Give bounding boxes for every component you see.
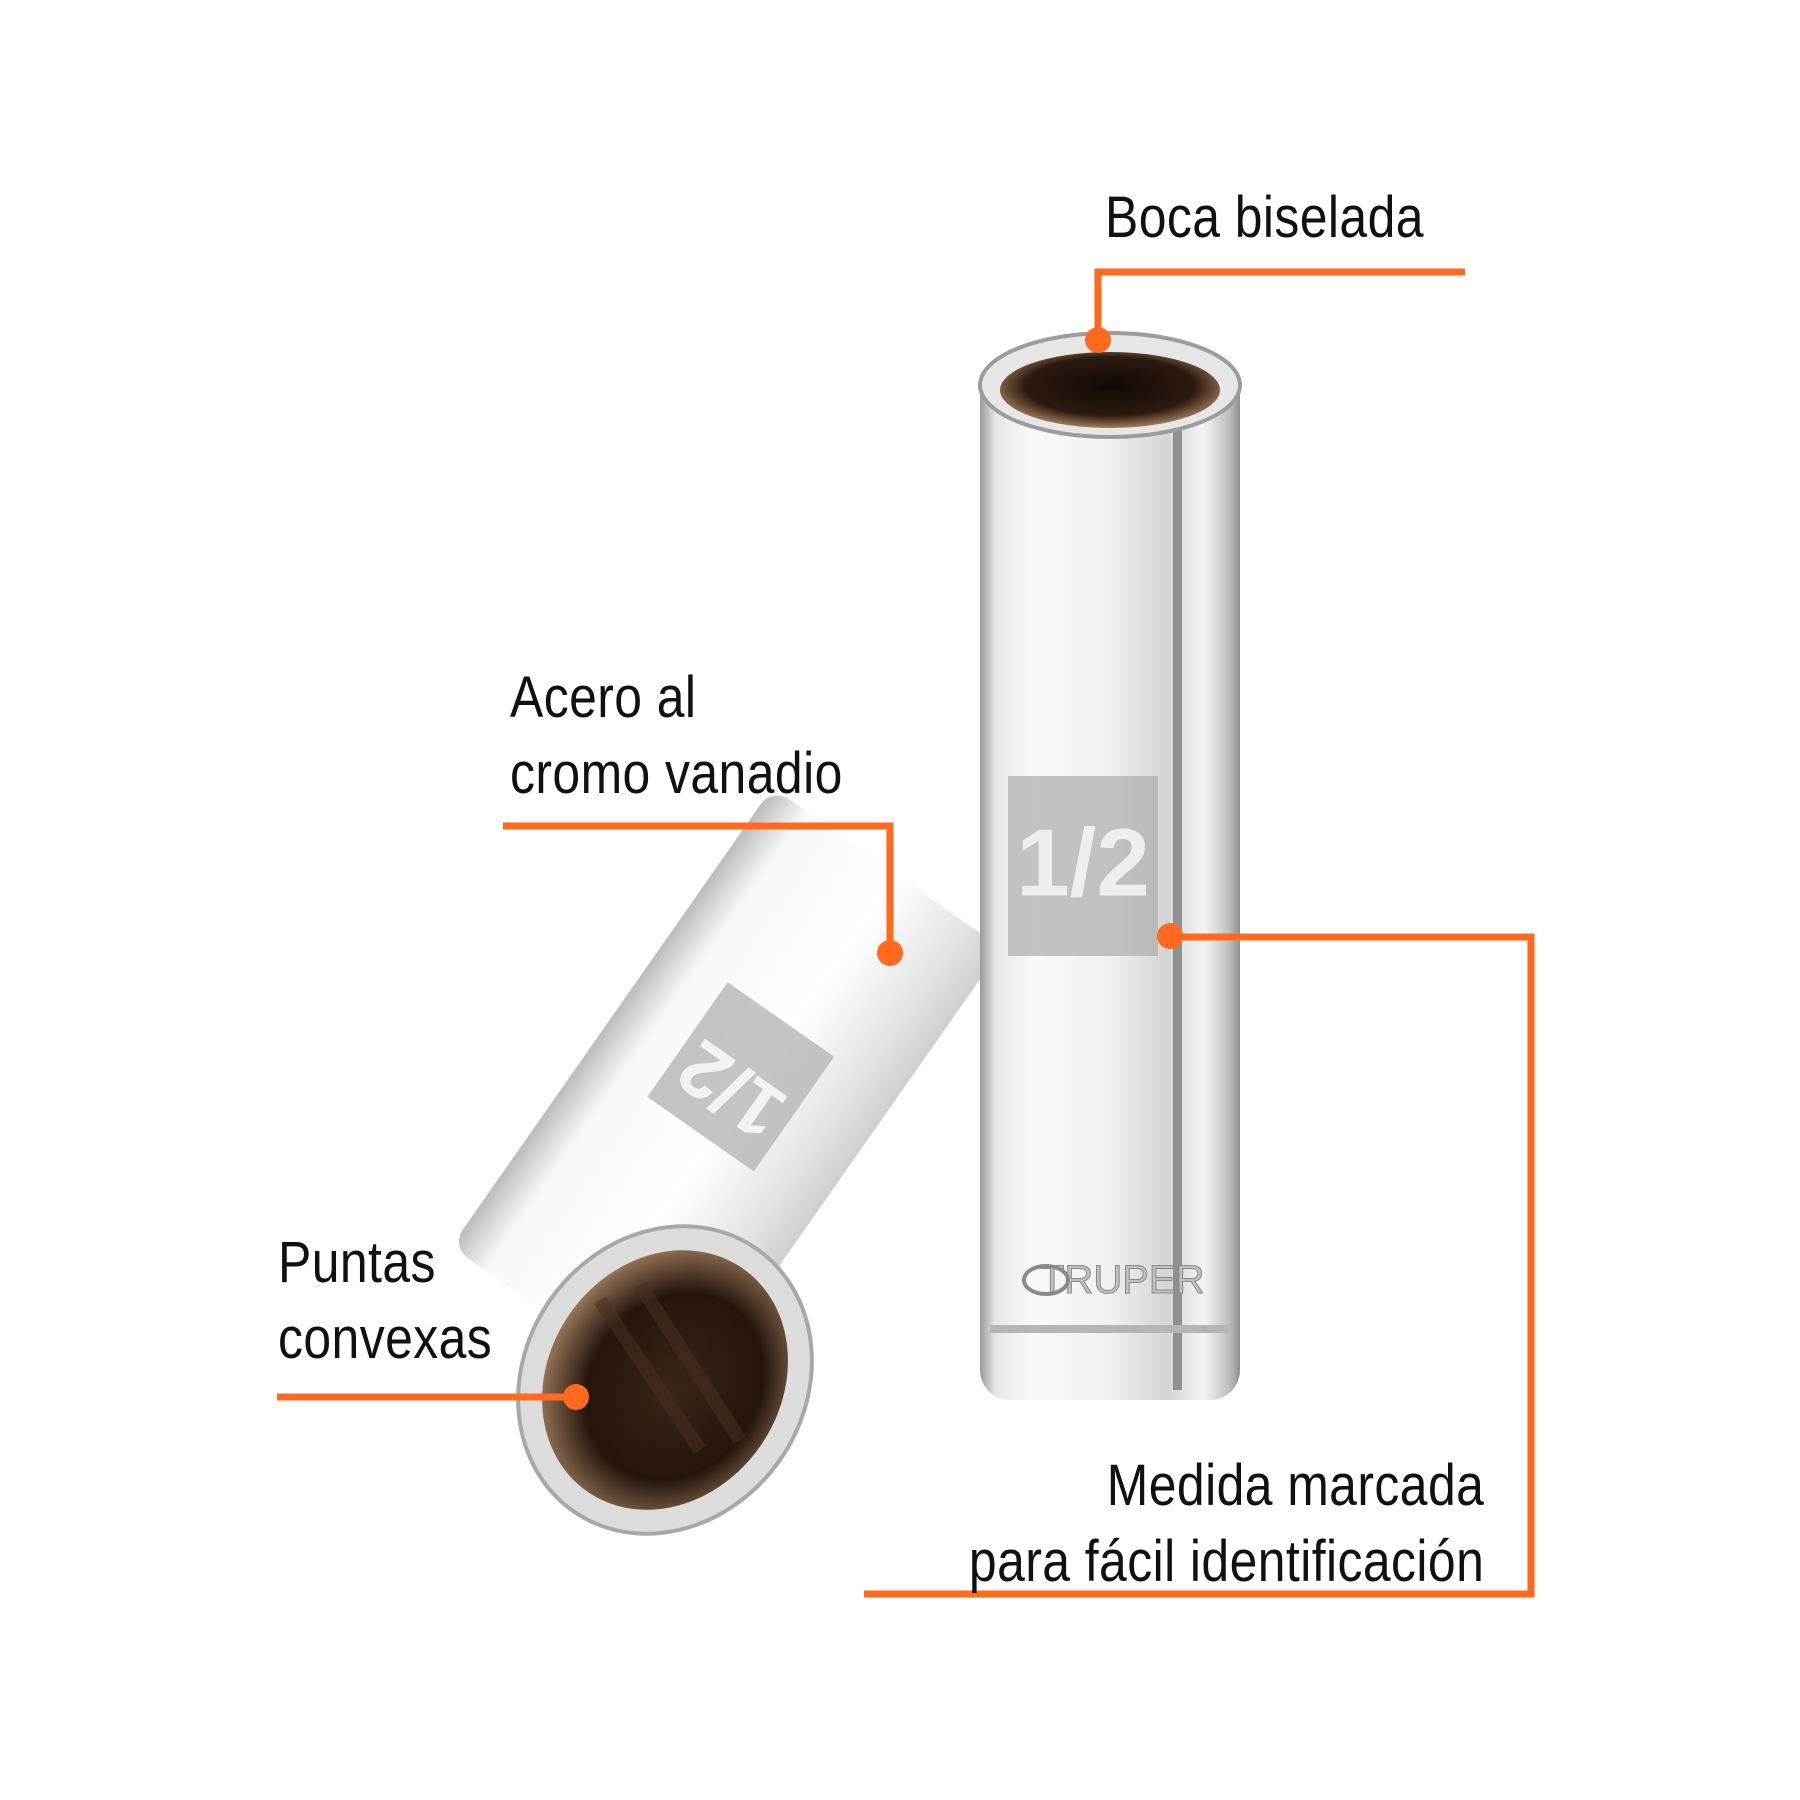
callout-dots xyxy=(563,327,1183,1410)
size-marking: 1/2 xyxy=(1016,809,1149,916)
callout-text-line: convexas xyxy=(278,1306,493,1371)
socket-standing: 1/2 TRUPER xyxy=(978,331,1242,1400)
dot-acero xyxy=(877,940,903,966)
callout-text-line: Puntas xyxy=(278,1230,436,1295)
size-marking-panel xyxy=(1008,776,1158,956)
brand-engraving: TRUPER xyxy=(1040,1258,1204,1302)
socket-lying: 1/2 xyxy=(458,795,994,1536)
leader-medida xyxy=(864,933,1535,1598)
callout-puntas-convexas: Puntas convexas xyxy=(278,1225,492,1377)
callout-leaders xyxy=(277,268,1535,1598)
callout-text-line: Boca biselada xyxy=(1105,185,1424,250)
callout-text-line: Acero al xyxy=(510,665,697,730)
leader-acero xyxy=(503,822,894,950)
callout-text-line: Medida marcada xyxy=(1106,1453,1484,1518)
callout-text-line: para fácil identificación xyxy=(968,1529,1484,1594)
socket-standing-bore xyxy=(1000,352,1220,428)
callout-medida-marcada: Medida marcada para fácil identificación xyxy=(969,1448,1484,1600)
callout-text-line: cromo vanadio xyxy=(510,741,843,806)
dot-puntas xyxy=(563,1384,589,1410)
dot-boca-biselada xyxy=(1085,327,1111,353)
size-marking-panel-lying xyxy=(647,982,835,1172)
brand-logo-icon xyxy=(1022,1264,1070,1296)
leader-boca-biselada xyxy=(1094,268,1465,343)
callout-boca-biselada: Boca biselada xyxy=(1105,180,1424,256)
dot-medida xyxy=(1157,923,1183,949)
callout-acero-cromo-vanadio: Acero al cromo vanadio xyxy=(510,660,843,812)
